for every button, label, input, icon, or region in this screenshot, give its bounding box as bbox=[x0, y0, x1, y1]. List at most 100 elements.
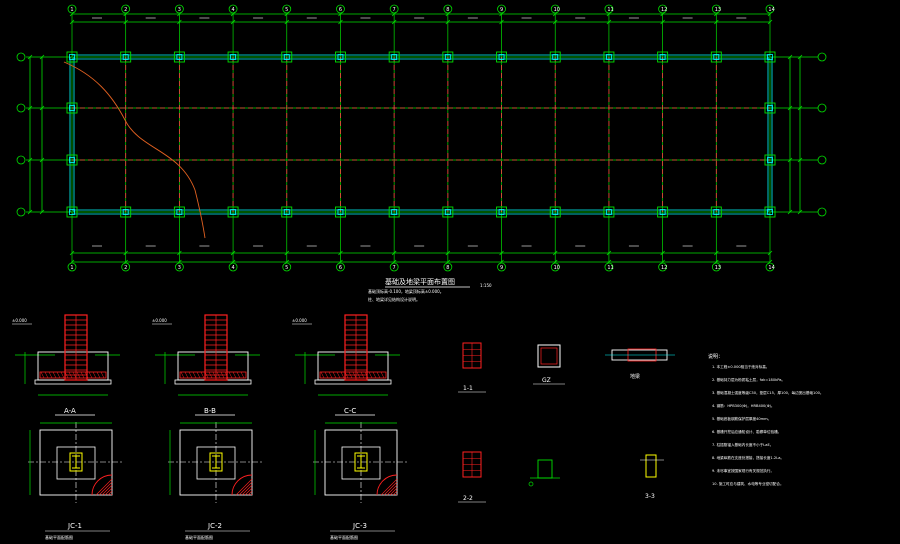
rebar-hatch bbox=[250, 493, 253, 496]
footing-outline bbox=[496, 51, 507, 63]
footing-label: JC-1 bbox=[67, 522, 82, 530]
axis-number: 14 bbox=[768, 265, 774, 271]
detail-anchor bbox=[528, 459, 560, 487]
bedding-layer bbox=[314, 379, 392, 385]
dimension-tick bbox=[787, 105, 793, 111]
base-hatch bbox=[324, 371, 329, 379]
base-hatch bbox=[232, 371, 237, 379]
dimension-tick bbox=[69, 250, 75, 256]
base-hatch bbox=[88, 371, 93, 379]
base-hatch bbox=[92, 371, 97, 379]
dimension-tick bbox=[606, 250, 612, 256]
column bbox=[230, 54, 236, 60]
dimension-tick bbox=[39, 209, 45, 215]
dimension-tick bbox=[123, 11, 128, 17]
column bbox=[230, 209, 236, 215]
column bbox=[713, 54, 720, 60]
axis-number: 13 bbox=[715, 265, 721, 271]
detail-label: 地梁 bbox=[630, 373, 640, 380]
axis-number: 7 bbox=[393, 265, 396, 271]
axis-bubble bbox=[604, 262, 614, 272]
footing-outline bbox=[710, 206, 722, 218]
column bbox=[283, 209, 290, 215]
dimension-tick bbox=[767, 11, 773, 17]
footing-outline bbox=[173, 51, 185, 63]
axis-bubble bbox=[497, 4, 506, 14]
column bbox=[498, 209, 505, 215]
axis-bubble bbox=[67, 262, 77, 272]
detail-label: 1-1 bbox=[463, 385, 473, 392]
column bbox=[606, 54, 612, 60]
axis-bubble bbox=[121, 262, 131, 272]
base-hatch bbox=[180, 371, 185, 379]
rebar-hatch bbox=[104, 487, 113, 496]
note-line: 2. 基础持力层为粉质粘土层，fak=180kPa。 bbox=[712, 377, 785, 382]
base-hatch bbox=[192, 371, 197, 379]
footing-body bbox=[177, 351, 249, 381]
column bbox=[337, 209, 344, 215]
footing-caption: 基础平面配筋图 bbox=[45, 534, 73, 540]
axis-bubble bbox=[228, 4, 238, 14]
base-hatch bbox=[364, 371, 369, 379]
column bbox=[69, 105, 75, 111]
footing-outline bbox=[173, 206, 185, 218]
detail-label: 2-2 bbox=[463, 495, 473, 502]
dimension-tick bbox=[338, 250, 343, 256]
dimension-tick bbox=[445, 19, 451, 25]
axis-number: 5 bbox=[285, 7, 288, 13]
axis-bubble bbox=[174, 262, 184, 272]
rebar-hatch bbox=[241, 484, 253, 496]
axis-bubble bbox=[336, 262, 345, 272]
axis-number: 1 bbox=[70, 265, 73, 271]
dimension-tick bbox=[123, 19, 128, 25]
base-hatch bbox=[40, 371, 45, 379]
footing-outline bbox=[227, 206, 239, 218]
base-hatch bbox=[60, 371, 65, 379]
rebar-detail bbox=[231, 474, 253, 496]
footing-outline bbox=[764, 154, 776, 166]
footing-outline bbox=[281, 206, 293, 218]
axis-number: 2 bbox=[124, 7, 127, 13]
footing-body bbox=[317, 351, 389, 381]
footing-outline bbox=[227, 51, 239, 63]
axis-number: 6 bbox=[339, 265, 342, 271]
footing-outline bbox=[710, 51, 722, 63]
axis-number: 11 bbox=[607, 265, 613, 271]
footing-body bbox=[37, 351, 109, 381]
axis-bubble bbox=[389, 4, 399, 14]
dimension-tick bbox=[606, 259, 612, 265]
base-hatch bbox=[72, 371, 77, 379]
base-hatch bbox=[216, 371, 221, 379]
footing-outline bbox=[764, 206, 776, 218]
column bbox=[552, 54, 559, 60]
level-label: ±0.000 bbox=[152, 318, 167, 323]
dimension-tick bbox=[499, 250, 504, 256]
dimension-tick bbox=[284, 19, 290, 25]
base-hatch bbox=[204, 371, 209, 379]
detail-ground-beam: 地梁 bbox=[605, 348, 675, 380]
dimension-tick bbox=[787, 157, 793, 163]
detail-1-1: 1-1 bbox=[458, 342, 486, 393]
note-line: 4. 钢筋：HPB300(Φ)，HRB400(Φ)。 bbox=[712, 403, 775, 408]
dimension-tick bbox=[445, 250, 451, 256]
boundary-curve bbox=[63, 61, 206, 239]
rebar-hatch bbox=[110, 493, 113, 496]
dimension-tick bbox=[27, 105, 33, 111]
axis-bubble bbox=[443, 4, 453, 14]
dimension-tick bbox=[391, 11, 397, 17]
dimension-tick bbox=[177, 19, 182, 25]
axis-number: 9 bbox=[500, 7, 503, 13]
column bbox=[122, 54, 129, 60]
base-hatch bbox=[208, 371, 213, 379]
base-hatch bbox=[56, 371, 61, 379]
dimension-tick bbox=[660, 259, 665, 265]
plan-scale: 1:150 bbox=[480, 283, 492, 288]
axis-bubble bbox=[16, 103, 26, 113]
footing-plan-jc-1: JC-1 基础平面配筋图 bbox=[28, 422, 124, 540]
footing-outline bbox=[120, 51, 132, 63]
rebar-hatch bbox=[380, 478, 398, 496]
level-label: ±0.000 bbox=[12, 318, 27, 323]
